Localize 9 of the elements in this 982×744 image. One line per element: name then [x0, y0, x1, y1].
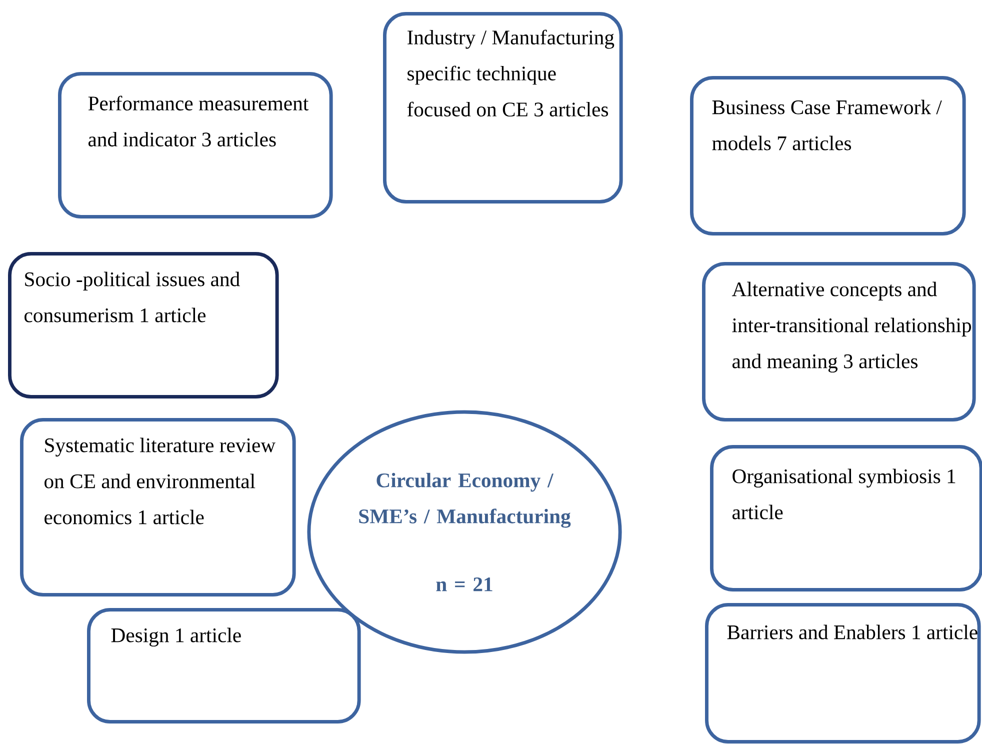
- topic-box: Performance measurement and indicator 3 articles: [58, 72, 333, 218]
- topic-box: Systematic literature review on CE and environmental economics 1 article: [20, 418, 296, 596]
- topic-box: Organisational symbiosis 1 article: [710, 445, 982, 592]
- topic-box: Design 1 article: [87, 608, 361, 724]
- topic-box: Barriers and Enablers 1 article: [705, 603, 981, 744]
- topic-box: Business Case Framework / models 7 articles: [690, 76, 966, 236]
- topic-box: Socio -political issues and consumerism 1 article: [8, 252, 279, 398]
- topic-box: Alternative concepts and inter-transitional relationship and meaning 3 articles: [702, 262, 976, 422]
- topic-box: Industry / Manufacturing specific technique focused on CE 3 articles: [383, 12, 623, 204]
